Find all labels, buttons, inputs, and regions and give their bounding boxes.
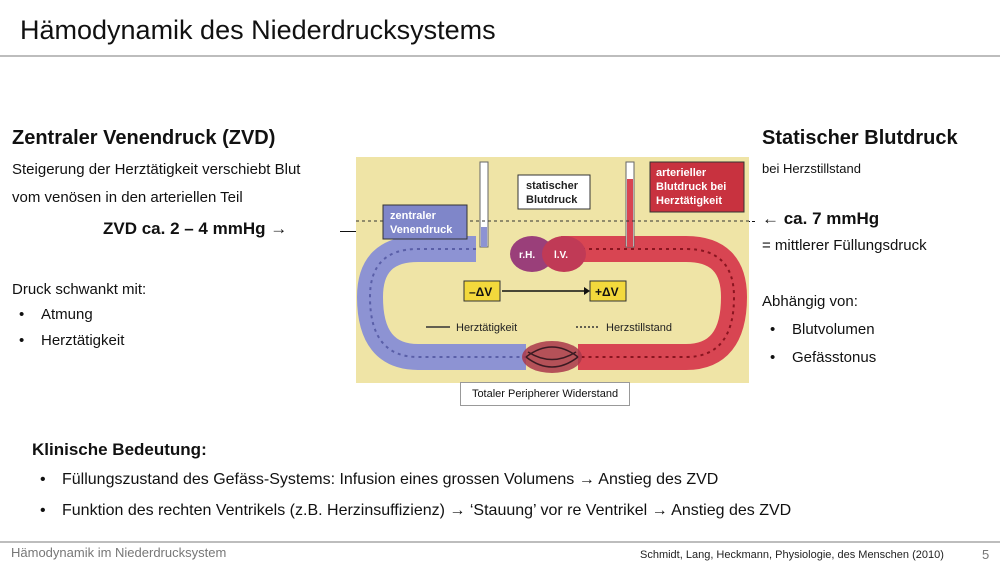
clinical-item-2: Funktion des rechten Ventrikels (z.B. He… [40, 502, 791, 520]
zvd-label-2: Venendruck [390, 224, 453, 236]
shift-arrowhead [584, 287, 590, 295]
footer-divider [0, 541, 1000, 543]
rh-label: r.H. [519, 250, 535, 261]
title-divider [0, 55, 1000, 57]
capillary-lines [525, 346, 579, 368]
figure-caption: Totaler Peripherer Widerstand [460, 382, 630, 406]
static-equals: = mittlerer Füllungsdruck [762, 237, 927, 254]
legend-still: Herzstillstand [606, 322, 672, 334]
circulation-figure: zentraler Venendruck statischer Blutdruc… [356, 157, 749, 383]
slide-title: Hämodynamik des Niederdrucksystems [20, 15, 496, 45]
static-label-box [517, 174, 591, 210]
arterial-label-3: Herztätigkeit [656, 195, 722, 207]
static-label-2: Blutdruck [526, 194, 578, 206]
right-heart [510, 236, 554, 272]
minus-dv-box [463, 280, 501, 302]
zvd-tube-fill [481, 227, 487, 247]
venous-vessel [356, 236, 526, 370]
bullet-herztaetigkeit: Herztätigkeit [19, 332, 124, 349]
clinical-heading: Klinische Bedeutung: [32, 440, 207, 459]
legend-herz: Herztätigkeit [456, 322, 517, 334]
left-ventricle [542, 236, 586, 272]
plus-dv-label: +ΔV [595, 285, 619, 299]
arterial-label-box [649, 161, 745, 213]
arterial-label-1: arterieller [656, 167, 707, 179]
venous-dashed-line [368, 248, 526, 358]
lv-label: l.V. [554, 250, 568, 261]
zvd-line-1: Steigerung der Herztätigkeit verschiebt … [12, 161, 301, 178]
minus-dv-label: –ΔV [469, 285, 492, 299]
bullet-gefaesstonus: Gefässtonus [770, 349, 876, 366]
arterial-label-2: Blutdruck bei [656, 181, 726, 193]
static-label-1: statischer [526, 180, 579, 192]
clinical-item-1: Füllungszustand des Gefäss-Systems: Infu… [40, 471, 718, 489]
zvd-line-2: vom venösen in den arteriellen Teil [12, 189, 243, 206]
arterial-tube-fill [627, 179, 633, 247]
bullet-blutvolumen: Blutvolumen [770, 321, 874, 338]
static-heading: Statischer Blutdruck [762, 127, 958, 149]
footer-citation: Schmidt, Lang, Heckmann, Physiologie, de… [640, 549, 944, 561]
circulation-diagram: zentraler Venendruck statischer Blutdruc… [356, 161, 749, 373]
static-value: ← ca. 7 mmHg [762, 209, 880, 228]
depends-label: Abhängig von: [762, 293, 858, 310]
zvd-label-box [382, 204, 468, 240]
fluctuation-label: Druck schwankt mit: [12, 281, 147, 298]
zvd-label-1: zentraler [390, 210, 437, 222]
static-sub: bei Herzstillstand [762, 161, 861, 176]
zvd-heading: Zentraler Venendruck (ZVD) [12, 127, 276, 149]
bullet-atmung: Atmung [19, 306, 93, 323]
footer-left: Hämodynamik im Niederdrucksystem [11, 545, 227, 560]
arterial-vessel [561, 236, 748, 370]
page-number: 5 [982, 547, 990, 562]
zvd-value: ZVD ca. 2 – 4 mmHg → [103, 219, 288, 238]
capillary-bed [522, 341, 582, 373]
